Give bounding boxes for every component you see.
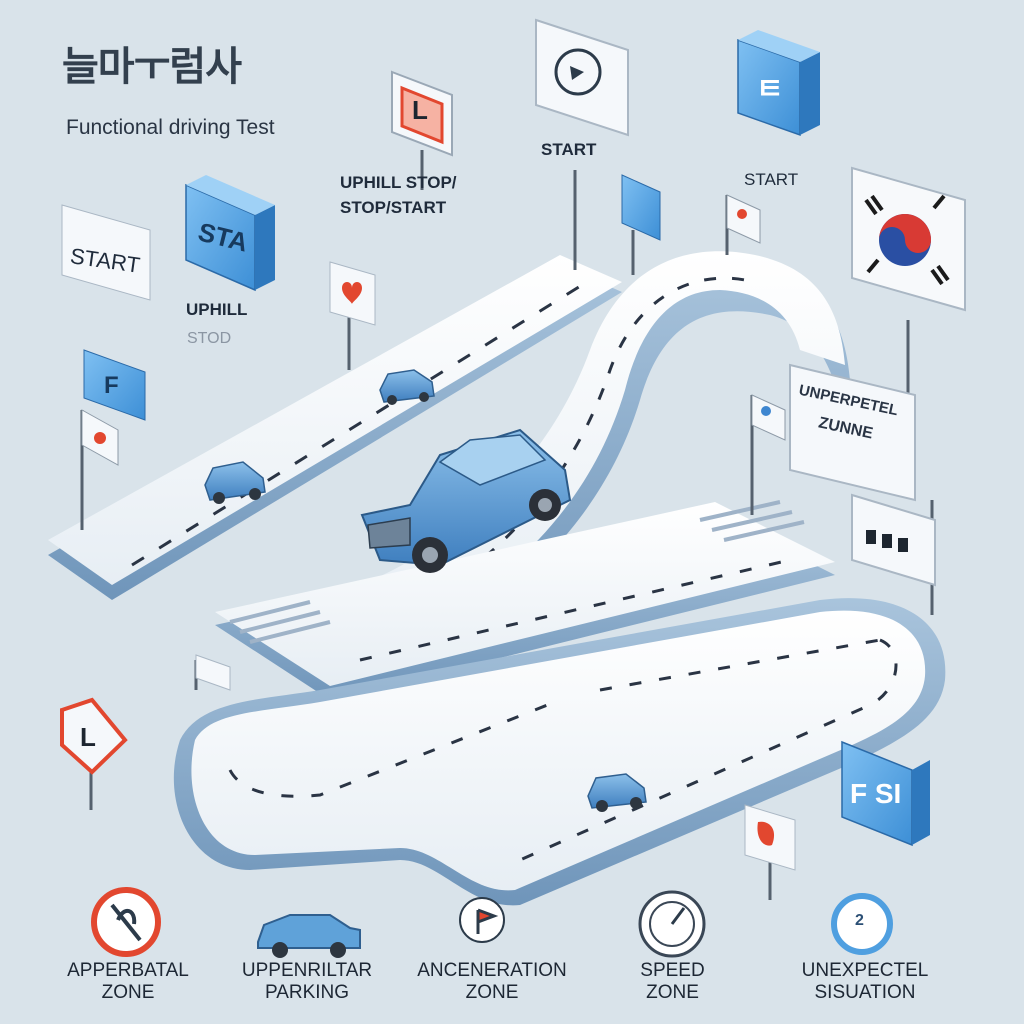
uphill-stop-line1: UPHILL STOP/ bbox=[340, 173, 457, 192]
start-label-top: START bbox=[541, 140, 597, 159]
legend-item-2-line2: PARKING bbox=[264, 982, 350, 1003]
legend-item-1-line1: APPERBATAL bbox=[67, 960, 189, 981]
title-korean: 늘마ㅜ럼사 bbox=[62, 45, 242, 89]
legend-item-5-line1: UNEXPECTEL bbox=[801, 960, 929, 981]
legend-item-5: UNEXPECTEL SISUATION bbox=[760, 960, 970, 1004]
block-sign-right bbox=[737, 30, 820, 137]
l-sign-top-text: L bbox=[412, 95, 428, 125]
small-car-1 bbox=[204, 461, 266, 504]
legend-item-1: APPERBATAL ZONE bbox=[48, 960, 208, 1004]
flag-left bbox=[81, 409, 119, 466]
heart-sign bbox=[329, 261, 376, 326]
title-english: Functional driving Test bbox=[66, 116, 275, 139]
main-car bbox=[360, 428, 572, 573]
block-sign-top-right-text: ㅌ bbox=[756, 73, 784, 106]
start-sign-left bbox=[61, 204, 151, 301]
small-flag-sign bbox=[195, 654, 231, 691]
uphill-label: UPHILL bbox=[186, 300, 248, 319]
legend-item-3: ANCENERATION ZONE bbox=[402, 960, 582, 1004]
uphill-stop-line2: STOP/START bbox=[340, 198, 447, 217]
flag-zone bbox=[751, 394, 786, 441]
l-sign-bottom-text: L bbox=[80, 722, 96, 752]
korean-text-sign bbox=[851, 493, 936, 587]
block-sign-bottom-right bbox=[841, 740, 930, 847]
middle-road bbox=[215, 500, 835, 700]
legend-item-4-line2: ZONE bbox=[646, 982, 699, 1003]
block-sign-left bbox=[185, 175, 275, 292]
legend-item-2: UPPENRILTAR PARKING bbox=[222, 960, 392, 1004]
start-sign-top bbox=[535, 18, 629, 137]
legend-item-2-line1: UPPENRILTAR bbox=[241, 960, 373, 981]
lower-loop-road bbox=[173, 598, 946, 906]
legend-item-4: SPEED ZONE bbox=[615, 960, 730, 1004]
small-car-2 bbox=[379, 369, 435, 405]
l-sign-bottom bbox=[60, 697, 128, 775]
block-sign-small bbox=[621, 174, 661, 241]
legend-item-3-line1: ANCENERATION bbox=[417, 960, 567, 981]
legend-icons bbox=[91, 887, 893, 958]
block-sign-fs-text: F SI bbox=[850, 778, 902, 809]
legend-item-4-line1: SPEED bbox=[640, 960, 705, 981]
zone-sign bbox=[789, 363, 916, 502]
start-label-right: START bbox=[744, 170, 799, 189]
legend-item-1-line2: ZONE bbox=[101, 982, 155, 1003]
legend-item-3-line2: ZONE bbox=[465, 982, 519, 1003]
korean-flag-sign bbox=[851, 166, 966, 312]
upper-road bbox=[48, 255, 622, 600]
small-car-3 bbox=[587, 773, 647, 812]
red-flag-sign bbox=[744, 804, 796, 871]
legend-number-two: 2 bbox=[855, 912, 864, 929]
l-sign-top bbox=[391, 70, 453, 157]
block-sign-mid bbox=[83, 349, 146, 421]
legend-item-5-line2: SISUATION bbox=[814, 982, 916, 1003]
flag-top bbox=[726, 194, 761, 244]
uphill-sub-label: STOD bbox=[187, 330, 232, 347]
block-sign-mid-text: F bbox=[104, 372, 119, 399]
